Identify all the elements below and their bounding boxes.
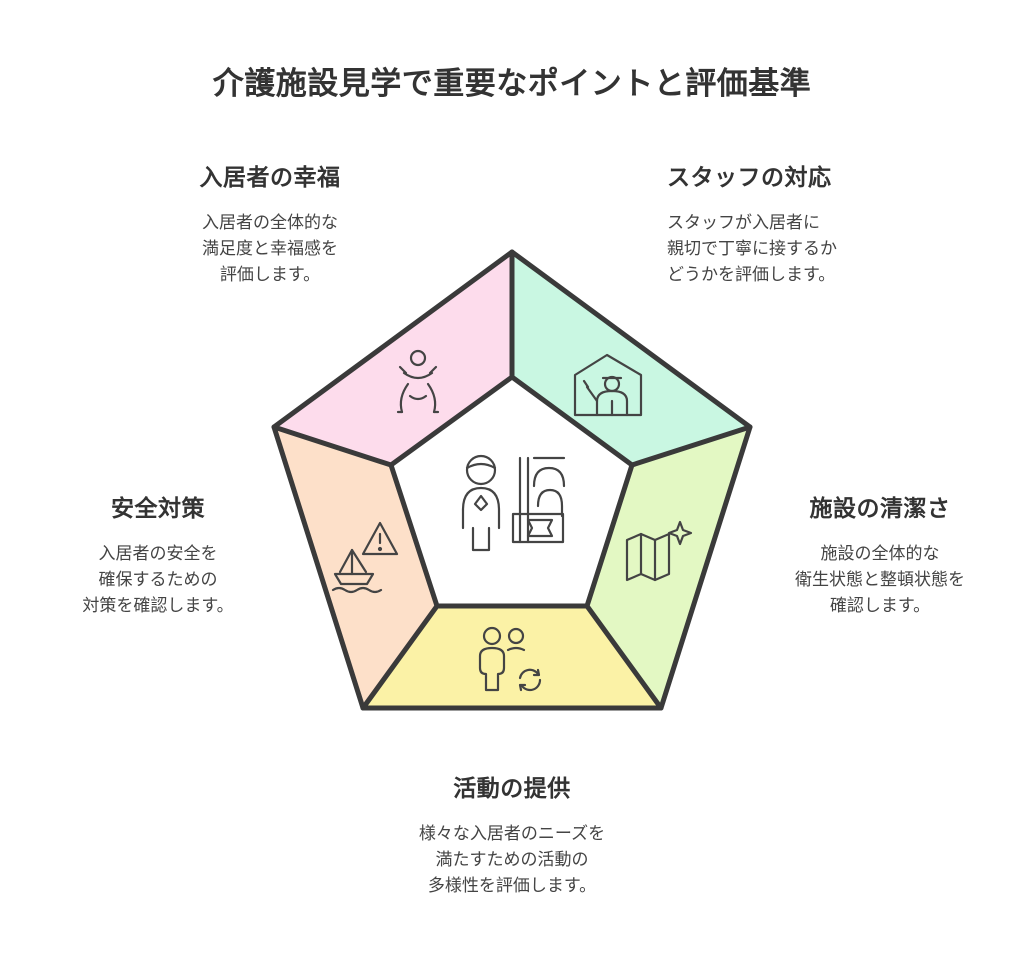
section-heading-activities: 活動の提供 [453, 776, 571, 802]
section-heading-happiness: 入居者の幸福 [199, 165, 341, 191]
section-safety: 安全対策 入居者の安全を 確保するための 対策を確認します。 [38, 489, 278, 619]
section-staff: スタッフの対応 スタッフが入居者に 親切で丁寧に接するか どうかを評価します。 [667, 158, 927, 288]
warning-boat-icon [331, 521, 399, 594]
desc-line: 衛生状態と整頓状態を [795, 570, 965, 590]
section-heading-staff: スタッフの対応 [667, 165, 832, 191]
people-cycle-icon [478, 626, 542, 692]
desc-line: 満足度と幸福感を [202, 239, 338, 259]
segment-safety [274, 427, 437, 708]
center-pentagon [391, 377, 632, 606]
section-cleanliness: 施設の清潔さ 施設の全体的な 衛生状態と整頓状態を 確認します。 [760, 489, 1000, 619]
section-happiness: 入居者の幸福 入居者の全体的な 満足度と幸福感を 評価します。 [150, 158, 390, 288]
section-heading-cleanliness: 施設の清潔さ [809, 496, 951, 522]
caregiver-facility-icon [461, 454, 566, 552]
sparkle-map-icon [625, 520, 693, 582]
segment-staff [512, 252, 750, 465]
section-desc-safety: 入居者の安全を 確保するための 対策を確認します。 [38, 541, 278, 619]
desc-line: 施設の全体的な [820, 544, 940, 564]
desc-line: 入居者の全体的な [202, 213, 338, 233]
desc-line: 評価します。 [219, 265, 321, 285]
desc-line: どうかを評価します。 [667, 265, 836, 285]
section-desc-cleanliness: 施設の全体的な 衛生状態と整頓状態を 確認します。 [760, 541, 1000, 619]
desc-line: 確認します。 [829, 596, 931, 616]
page-title: 介護施設見学で重要なポイントと評価基準 [212, 66, 812, 102]
section-heading-safety: 安全対策 [111, 496, 205, 522]
desc-line: 対策を確認します。 [82, 596, 234, 616]
segment-happiness [274, 252, 512, 465]
desc-line: スタッフが入居者に [667, 213, 820, 233]
pentagon-outline [271, 249, 753, 711]
desc-line: 多様性を評価します。 [427, 876, 597, 896]
desc-line: 入居者の安全を [98, 544, 218, 564]
staff-waving-icon [573, 353, 643, 417]
section-activities: 活動の提供 様々な入居者のニーズを 満たすための活動の 多様性を評価します。 [372, 769, 652, 899]
section-desc-staff: スタッフが入居者に 親切で丁寧に接するか どうかを評価します。 [667, 210, 927, 288]
section-desc-happiness: 入居者の全体的な 満足度と幸福感を 評価します。 [150, 210, 390, 288]
desc-line: 親切で丁寧に接するか [667, 239, 837, 259]
happy-person-icon [396, 349, 440, 414]
desc-line: 様々な入居者のニーズを [418, 824, 606, 844]
desc-line: 確保するための [98, 570, 218, 590]
segment-activities [363, 606, 661, 708]
section-desc-activities: 様々な入居者のニーズを 満たすための活動の 多様性を評価します。 [372, 821, 652, 899]
desc-line: 満たすための活動の [435, 850, 589, 870]
